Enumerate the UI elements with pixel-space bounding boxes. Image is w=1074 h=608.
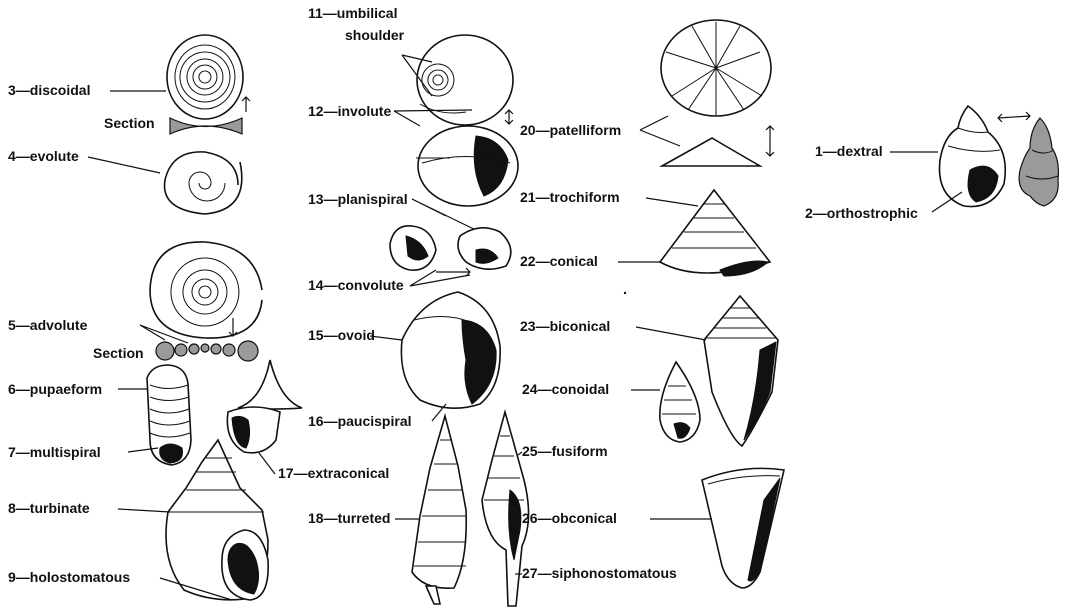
label-turbinate: 8—turbinate (8, 500, 90, 516)
shell-patelliform (661, 20, 771, 166)
label-orthostrophic: 2—orthostrophic (805, 205, 918, 221)
label-extraconical: 17—extraconical (278, 465, 389, 481)
leader-8 (118, 509, 170, 512)
shell-convolute (390, 226, 511, 270)
label-conical: 22—conical (520, 253, 598, 269)
shell-turbinate (166, 440, 268, 600)
shell-pupaeform (147, 365, 191, 465)
label-umbilical: 11—umbilical (308, 5, 397, 21)
shell-obconical (702, 468, 784, 588)
shell-biconical (704, 296, 778, 446)
label-planispiral: 13—planispiral (308, 191, 408, 207)
shell-involute (416, 126, 518, 206)
label-dextral: 1—dextral (815, 143, 883, 159)
label-section-5: Section (93, 345, 144, 361)
arrow-3 (242, 97, 250, 112)
label-pupaeform: 6—pupaeform (8, 381, 102, 397)
label-fusiform: 25—fusiform (522, 443, 608, 459)
label-multispiral: 7—multispiral (8, 444, 101, 460)
shell-discoidal (167, 35, 243, 119)
leader-23 (636, 327, 706, 340)
label-paucispiral: 16—paucispiral (308, 413, 412, 429)
label-siphonostomatous: 27—siphonostomatous (522, 565, 677, 581)
shell-dextral (940, 106, 1006, 207)
shell-ovoid (401, 292, 500, 408)
arrow-20 (766, 126, 774, 156)
shell-advolute (150, 242, 262, 338)
leader-21 (646, 198, 698, 206)
label-section-3: Section (104, 115, 155, 131)
label-obconical: 26—obconical (522, 510, 617, 526)
arrow-14 (436, 268, 470, 276)
section-3-shape (170, 118, 242, 134)
shell-dextral-section (1019, 118, 1058, 206)
label-discoidal: 3—discoidal (8, 82, 90, 98)
leader-17 (259, 453, 275, 474)
label-ovoid: 15—ovoid (308, 327, 375, 343)
shell-turreted (412, 416, 466, 604)
label-evolute: 4—evolute (8, 148, 79, 164)
label-convolute: 14—convolute (308, 277, 404, 293)
shell-evolute (165, 152, 242, 214)
label-trochiform: 21—trochiform (520, 189, 620, 205)
label-biconical: 23—biconical (520, 318, 610, 334)
section-5-shape (156, 341, 258, 361)
speck (624, 292, 626, 294)
shell-conoidal (660, 362, 700, 442)
arrow-1 (998, 112, 1030, 122)
label-holostomatous: 9—holostomatous (8, 569, 130, 585)
label-advolute: 5—advolute (8, 317, 88, 333)
shell-umbilical (417, 35, 513, 125)
label-conoidal: 24—conoidal (522, 381, 609, 397)
leader-4 (88, 157, 160, 173)
leader-20 (640, 116, 680, 146)
label-involute: 12—involute (308, 103, 391, 119)
arrow-12 (505, 110, 513, 124)
label-shoulder: shoulder (345, 27, 405, 43)
label-patelliform: 20—patelliform (520, 122, 621, 138)
shell-extraconical (227, 360, 302, 453)
label-turreted: 18—turreted (308, 510, 390, 526)
